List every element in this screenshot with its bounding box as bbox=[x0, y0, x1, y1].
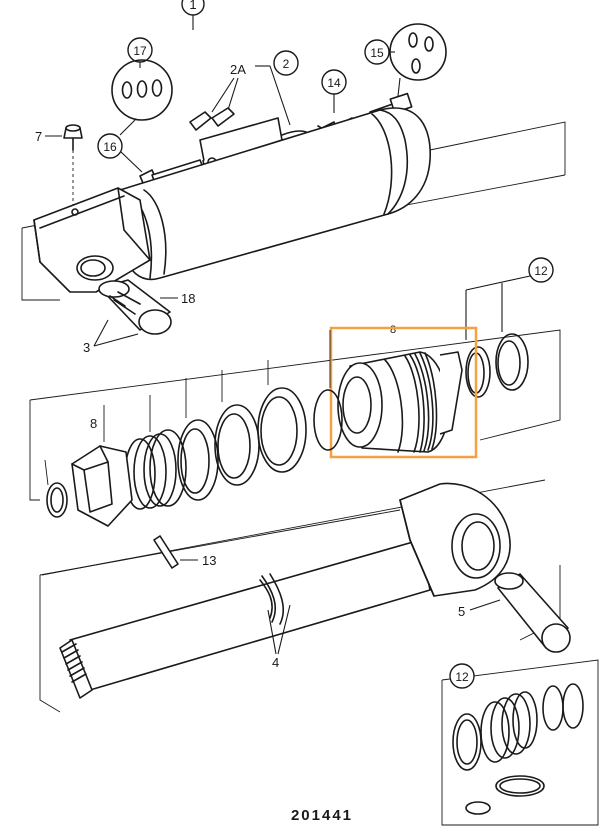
piston: 8 bbox=[337, 324, 463, 453]
callout-14-label: 14 bbox=[327, 76, 341, 90]
callout-18-label: 18 bbox=[181, 291, 195, 306]
callout-12-top: 12 bbox=[465, 257, 554, 340]
seal-rings bbox=[46, 387, 343, 518]
callout-8: 8 bbox=[90, 416, 97, 431]
callout-12-inset-label: 12 bbox=[455, 670, 469, 684]
inset-seal-kit-frame bbox=[441, 659, 599, 826]
callout-4: 4 bbox=[267, 604, 291, 670]
callout-2-label: 2 bbox=[283, 57, 290, 71]
piston-nut bbox=[71, 445, 133, 527]
callout-15-label: 15 bbox=[370, 46, 384, 60]
callout-5: 5 bbox=[458, 599, 501, 619]
roll-pin: 13 bbox=[153, 535, 216, 569]
callout-5-label: 5 bbox=[458, 604, 465, 619]
callout-2a-label: 2A bbox=[230, 62, 246, 77]
callout-7-label: 7 bbox=[35, 129, 42, 144]
leader-lines-seals bbox=[44, 330, 331, 486]
callout-16: 16 bbox=[97, 133, 143, 173]
callout-13-label: 13 bbox=[202, 553, 216, 568]
callout-1-label: 1 bbox=[189, 0, 196, 12]
eye-bushing bbox=[494, 572, 571, 653]
piston-highlight-box bbox=[329, 326, 478, 459]
wear-rings bbox=[465, 333, 529, 398]
rod-eye bbox=[399, 482, 511, 597]
callout-2: 2 bbox=[269, 50, 299, 126]
callout-7: 7 bbox=[35, 124, 83, 205]
cylinder-barrel bbox=[33, 107, 431, 293]
callout-3-label: 3 bbox=[83, 340, 90, 355]
callout-3: 3 bbox=[83, 319, 139, 355]
svg-text:8: 8 bbox=[390, 324, 396, 336]
callout-12-inset: 12 bbox=[449, 663, 475, 689]
callout-8-label: 8 bbox=[90, 416, 97, 431]
callout-16-label: 16 bbox=[103, 140, 117, 154]
drawing-number: 201441 bbox=[291, 807, 353, 824]
piston-rod bbox=[59, 539, 431, 699]
callout-4-label: 4 bbox=[272, 655, 279, 670]
callout-14: 14 bbox=[321, 69, 347, 113]
callout-1: 1 bbox=[181, 0, 205, 30]
callout-2a: 2A bbox=[211, 62, 270, 113]
callout-12-top-label: 12 bbox=[534, 264, 548, 278]
callout-17: 17 bbox=[111, 37, 173, 136]
inset-seal-rings bbox=[452, 683, 584, 815]
pivot-bushing bbox=[98, 279, 172, 335]
callout-15: 15 bbox=[364, 23, 447, 97]
callout-17-label: 17 bbox=[133, 44, 147, 58]
callout-18: 18 bbox=[160, 291, 195, 306]
